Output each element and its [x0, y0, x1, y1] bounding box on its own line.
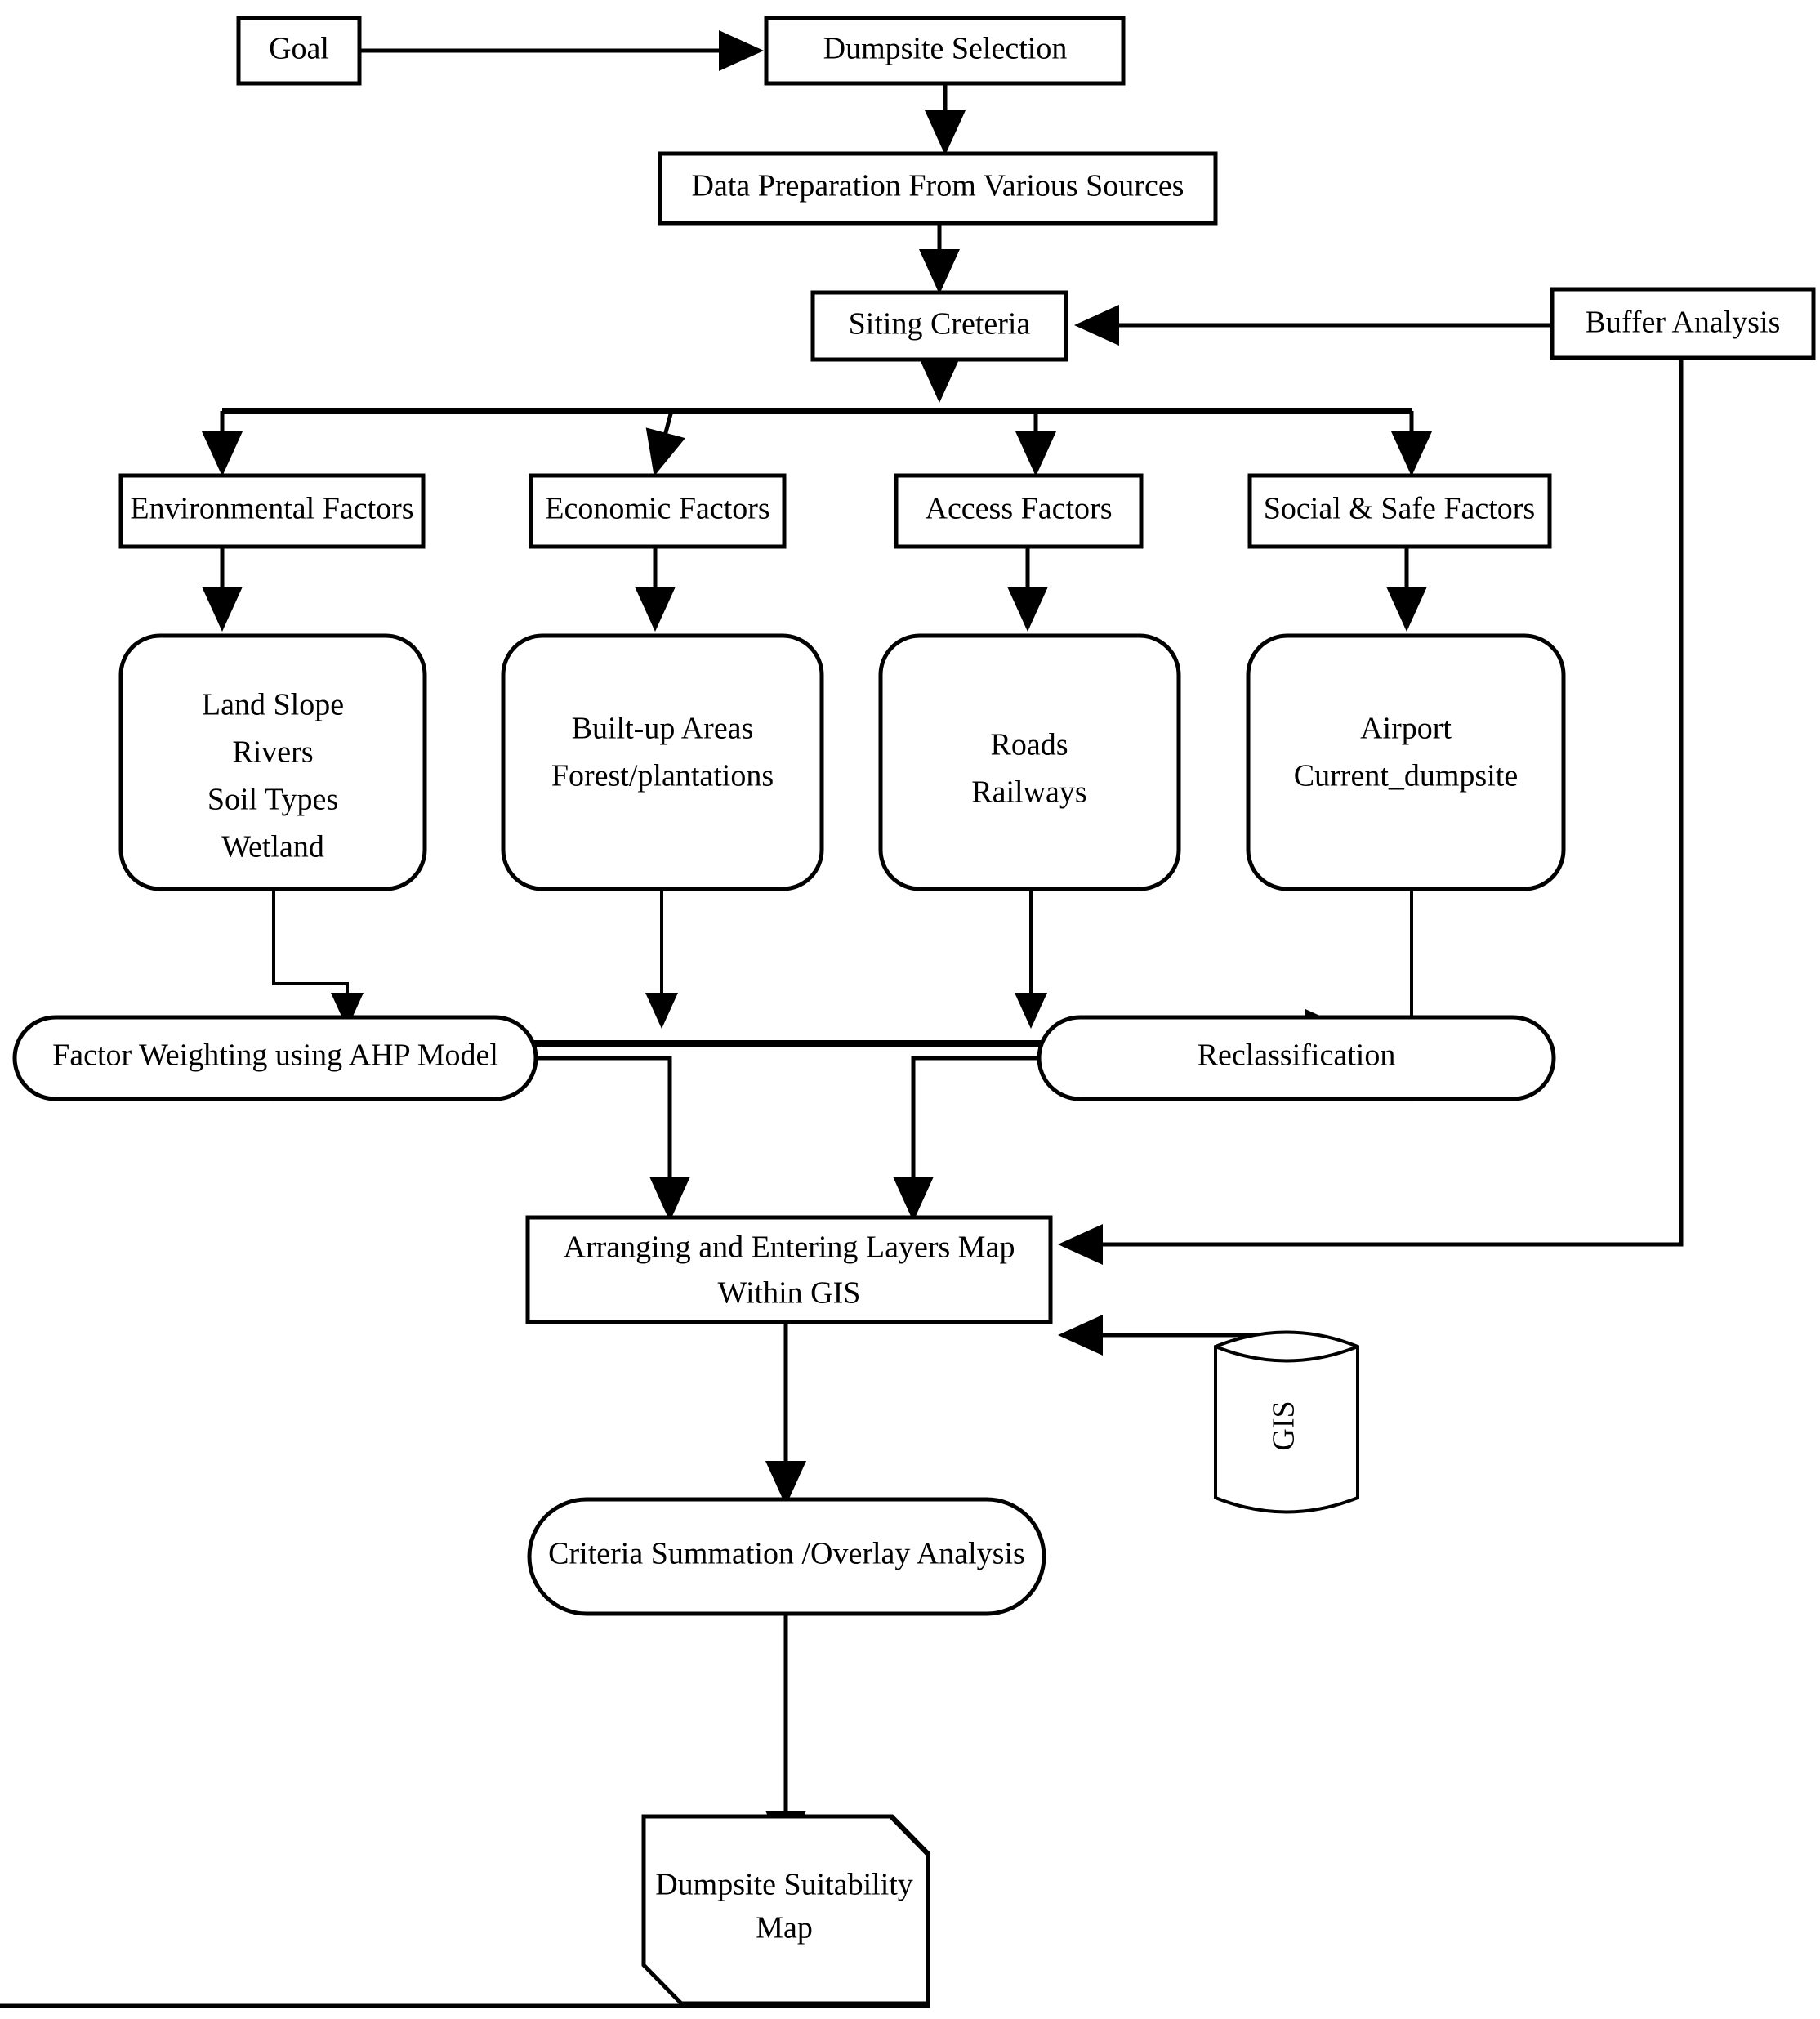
- node-buffer-analysis[interactable]: Buffer Analysis: [1550, 287, 1816, 360]
- node-reclassification[interactable]: Reclassification: [1037, 1015, 1556, 1101]
- node-environmental-factors-label: Environmental Factors: [130, 492, 413, 526]
- edge-factor-weighting-to-arranging: [535, 1056, 690, 1222]
- node-goal[interactable]: Goal: [236, 16, 362, 86]
- node-reclassification-label: Reclassification: [1198, 1039, 1396, 1073]
- node-environmental-list-line-3: Wetland: [221, 830, 324, 864]
- node-arranging-layers-line-1: Within GIS: [718, 1276, 861, 1311]
- node-gis-database-label: GIS: [1267, 1400, 1301, 1450]
- node-gis-database[interactable]: GIS: [1214, 1330, 1359, 1514]
- node-suitability-map[interactable]: Dumpsite Suitability Map: [0, 0, 928, 2006]
- node-dumpsite-selection-label: Dumpsite Selection: [823, 32, 1068, 66]
- node-suitability-map-line-1: Map: [756, 1911, 813, 1945]
- node-access-list-line-0: Roads: [991, 728, 1068, 762]
- node-data-preparation-label: Data Preparation From Various Sources: [692, 169, 1184, 203]
- node-siting-criteria[interactable]: Siting Creteria: [810, 290, 1068, 362]
- node-social-list[interactable]: Airport Current_dumpsite: [1246, 633, 1566, 891]
- node-social-list-line-1: Current_dumpsite: [1294, 759, 1518, 793]
- node-access-factors-label: Access Factors: [926, 492, 1113, 526]
- node-environmental-list-line-0: Land Slope: [202, 688, 344, 722]
- node-siting-criteria-label: Siting Creteria: [849, 307, 1031, 342]
- edge-buffer-analysis-to-arranging: [1058, 358, 1684, 1265]
- node-data-preparation[interactable]: Data Preparation From Various Sources: [658, 151, 1218, 226]
- node-access-factors[interactable]: Access Factors: [894, 473, 1144, 549]
- node-dumpsite-selection[interactable]: Dumpsite Selection: [764, 16, 1126, 86]
- node-environmental-list-line-2: Soil Types: [207, 783, 338, 817]
- node-criteria-summation[interactable]: Criteria Summation /Overlay Analysis: [527, 1497, 1046, 1616]
- node-criteria-summation-label: Criteria Summation /Overlay Analysis: [548, 1537, 1025, 1571]
- node-economic-list-line-1: Forest/plantations: [551, 759, 774, 793]
- node-access-list-line-1: Railways: [971, 775, 1086, 810]
- node-economic-list[interactable]: Built-up Areas Forest/plantations: [501, 633, 824, 891]
- node-suitability-map-line-0: Dumpsite Suitability: [655, 1868, 913, 1902]
- node-access-list[interactable]: Roads Railways: [878, 633, 1181, 891]
- node-economic-factors[interactable]: Economic Factors: [529, 473, 787, 549]
- node-environmental-list-line-1: Rivers: [232, 735, 313, 770]
- node-arranging-layers[interactable]: Arranging and Entering Layers Map Within…: [525, 1215, 1053, 1324]
- node-arranging-layers-line-0: Arranging and Entering Layers Map: [564, 1231, 1015, 1265]
- node-environmental-list[interactable]: Land Slope Rivers Soil Types Wetland: [118, 633, 427, 891]
- node-environmental-factors[interactable]: Environmental Factors: [118, 473, 426, 549]
- node-buffer-analysis-label: Buffer Analysis: [1586, 306, 1781, 340]
- node-factor-weighting[interactable]: Factor Weighting using AHP Model: [12, 1015, 538, 1101]
- node-social-safe-factors[interactable]: Social & Safe Factors: [1247, 473, 1552, 549]
- node-factor-weighting-label: Factor Weighting using AHP Model: [52, 1039, 498, 1073]
- node-social-list-line-0: Airport: [1360, 712, 1452, 746]
- node-economic-list-line-0: Built-up Areas: [572, 712, 754, 746]
- node-goal-label: Goal: [269, 32, 329, 66]
- node-social-safe-factors-label: Social & Safe Factors: [1264, 492, 1535, 526]
- node-economic-factors-label: Economic Factors: [545, 492, 769, 526]
- edge-siting-criteria-to-factor-bus: [202, 358, 1432, 476]
- edge-reclassification-to-arranging: [893, 1056, 1042, 1222]
